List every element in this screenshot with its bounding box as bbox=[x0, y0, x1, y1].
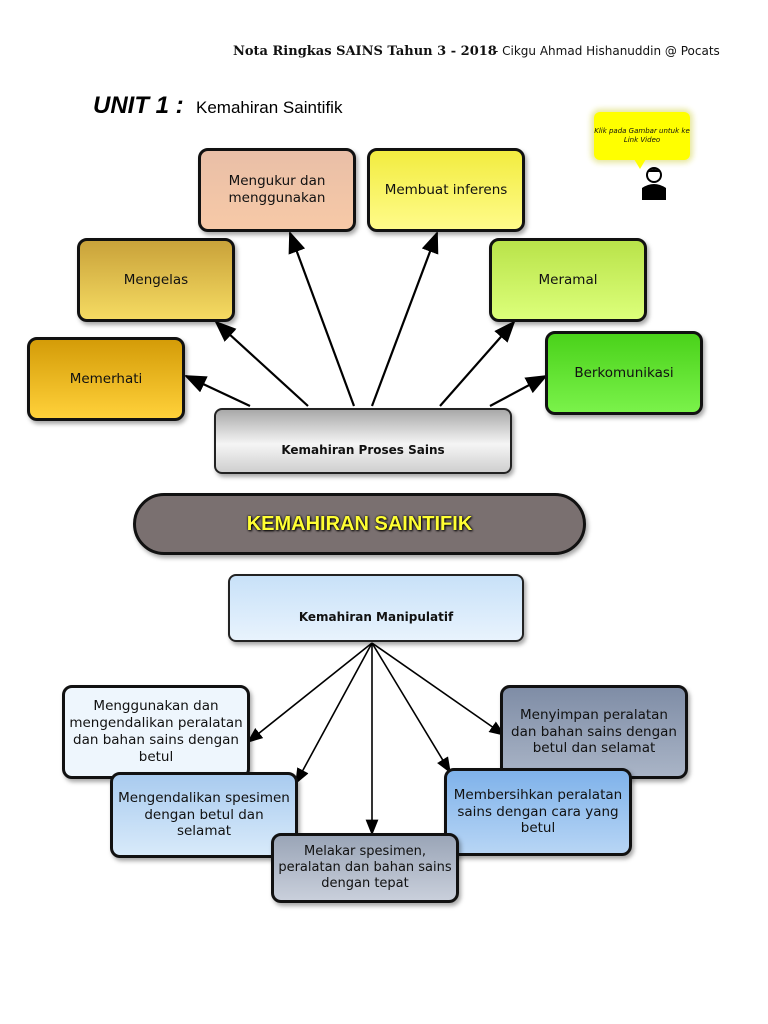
arrow-to-m1 bbox=[246, 642, 373, 743]
video-link-callout[interactable]: Klik pada Gambar untuk ke Link Video bbox=[594, 112, 690, 160]
callout-text: Klik pada Gambar untuk ke Link Video bbox=[594, 126, 690, 144]
skill-berkomunikasi: Berkomunikasi bbox=[545, 331, 703, 415]
manip-skill-melakar: Melakar spesimen, peralatan dan bahan sa… bbox=[271, 833, 459, 903]
arrow-to-mengukur bbox=[288, 230, 356, 407]
skill-mengukur: Mengukur dan menggunakan bbox=[198, 148, 356, 232]
banner-label: KEMAHIRAN SAINTIFIK bbox=[246, 512, 473, 535]
unit-title: UNIT 1 : bbox=[93, 92, 184, 119]
header-author: - Cikgu Ahmad Hishanuddin @ Pocats bbox=[494, 44, 720, 58]
skill-inferens: Membuat inferens bbox=[367, 148, 525, 232]
arrow-to-inferens bbox=[370, 230, 439, 407]
manip-skill-mengendalikan: Mengendalikan spesimen dengan betul dan … bbox=[110, 772, 298, 858]
arrow-to-m2 bbox=[295, 642, 373, 785]
header-title: Nota Ringkas SAINS Tahun 3 - 2018 bbox=[233, 44, 497, 59]
arrow-to-memerhati bbox=[184, 375, 251, 407]
arrow-to-meramal bbox=[439, 320, 516, 407]
skill-mengelas: Mengelas bbox=[77, 238, 235, 322]
arrow-to-m4 bbox=[371, 642, 506, 736]
callout-tail bbox=[634, 159, 646, 169]
manip-skill-menggunakan: Menggunakan dan mengendalikan peralatan … bbox=[62, 685, 250, 779]
manip-skill-menyimpan: Menyimpan peralatan dan bahan sains deng… bbox=[500, 685, 688, 779]
arrow-to-mengelas bbox=[214, 320, 309, 407]
arrow-to-m5 bbox=[371, 642, 451, 774]
arrow-to-berkomunikasi bbox=[489, 374, 548, 407]
skill-meramal: Meramal bbox=[489, 238, 647, 322]
manip-skill-membersihkan: Membersihkan peralatan sains dengan cara… bbox=[444, 768, 632, 856]
unit-subtitle: Kemahiran Saintifik bbox=[196, 98, 343, 117]
person-icon[interactable] bbox=[640, 166, 668, 200]
proses-sains-node: Kemahiran Proses Sains bbox=[214, 408, 512, 474]
skill-memerhati: Memerhati bbox=[27, 337, 185, 421]
manipulatif-node: Kemahiran Manipulatif bbox=[228, 574, 524, 642]
kemahiran-saintifik-banner: KEMAHIRAN SAINTIFIK bbox=[133, 493, 586, 555]
